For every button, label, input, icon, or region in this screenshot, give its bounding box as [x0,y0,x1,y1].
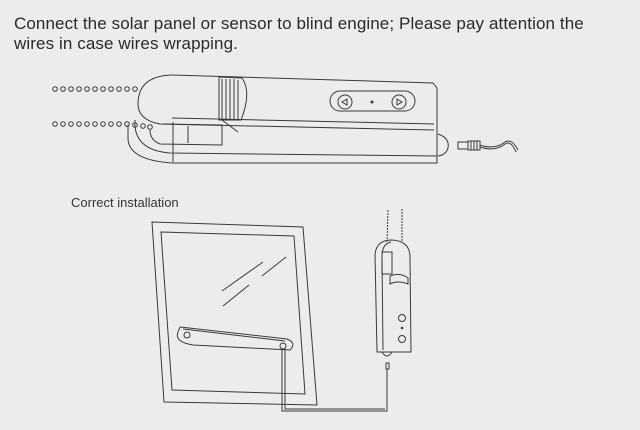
button-panel [329,90,416,112]
bead-chain-icon [52,86,153,130]
solar-panel-icon [176,326,388,412]
dc-plug-icon [457,140,519,153]
instruction-text: Connect the solar panel or sensor to bli… [14,14,624,54]
blind-engine-vertical-icon [374,209,412,383]
window-frame [151,221,318,406]
engine-body [127,74,519,164]
left-arrow-button [337,94,353,110]
right-arrow-button [391,94,407,110]
instruction-line-2: wires in case wires wrapping. [14,34,238,53]
figure-caption: Correct installation [71,195,179,210]
instruction-line-1: Connect the solar panel or sensor to bli… [14,14,584,33]
